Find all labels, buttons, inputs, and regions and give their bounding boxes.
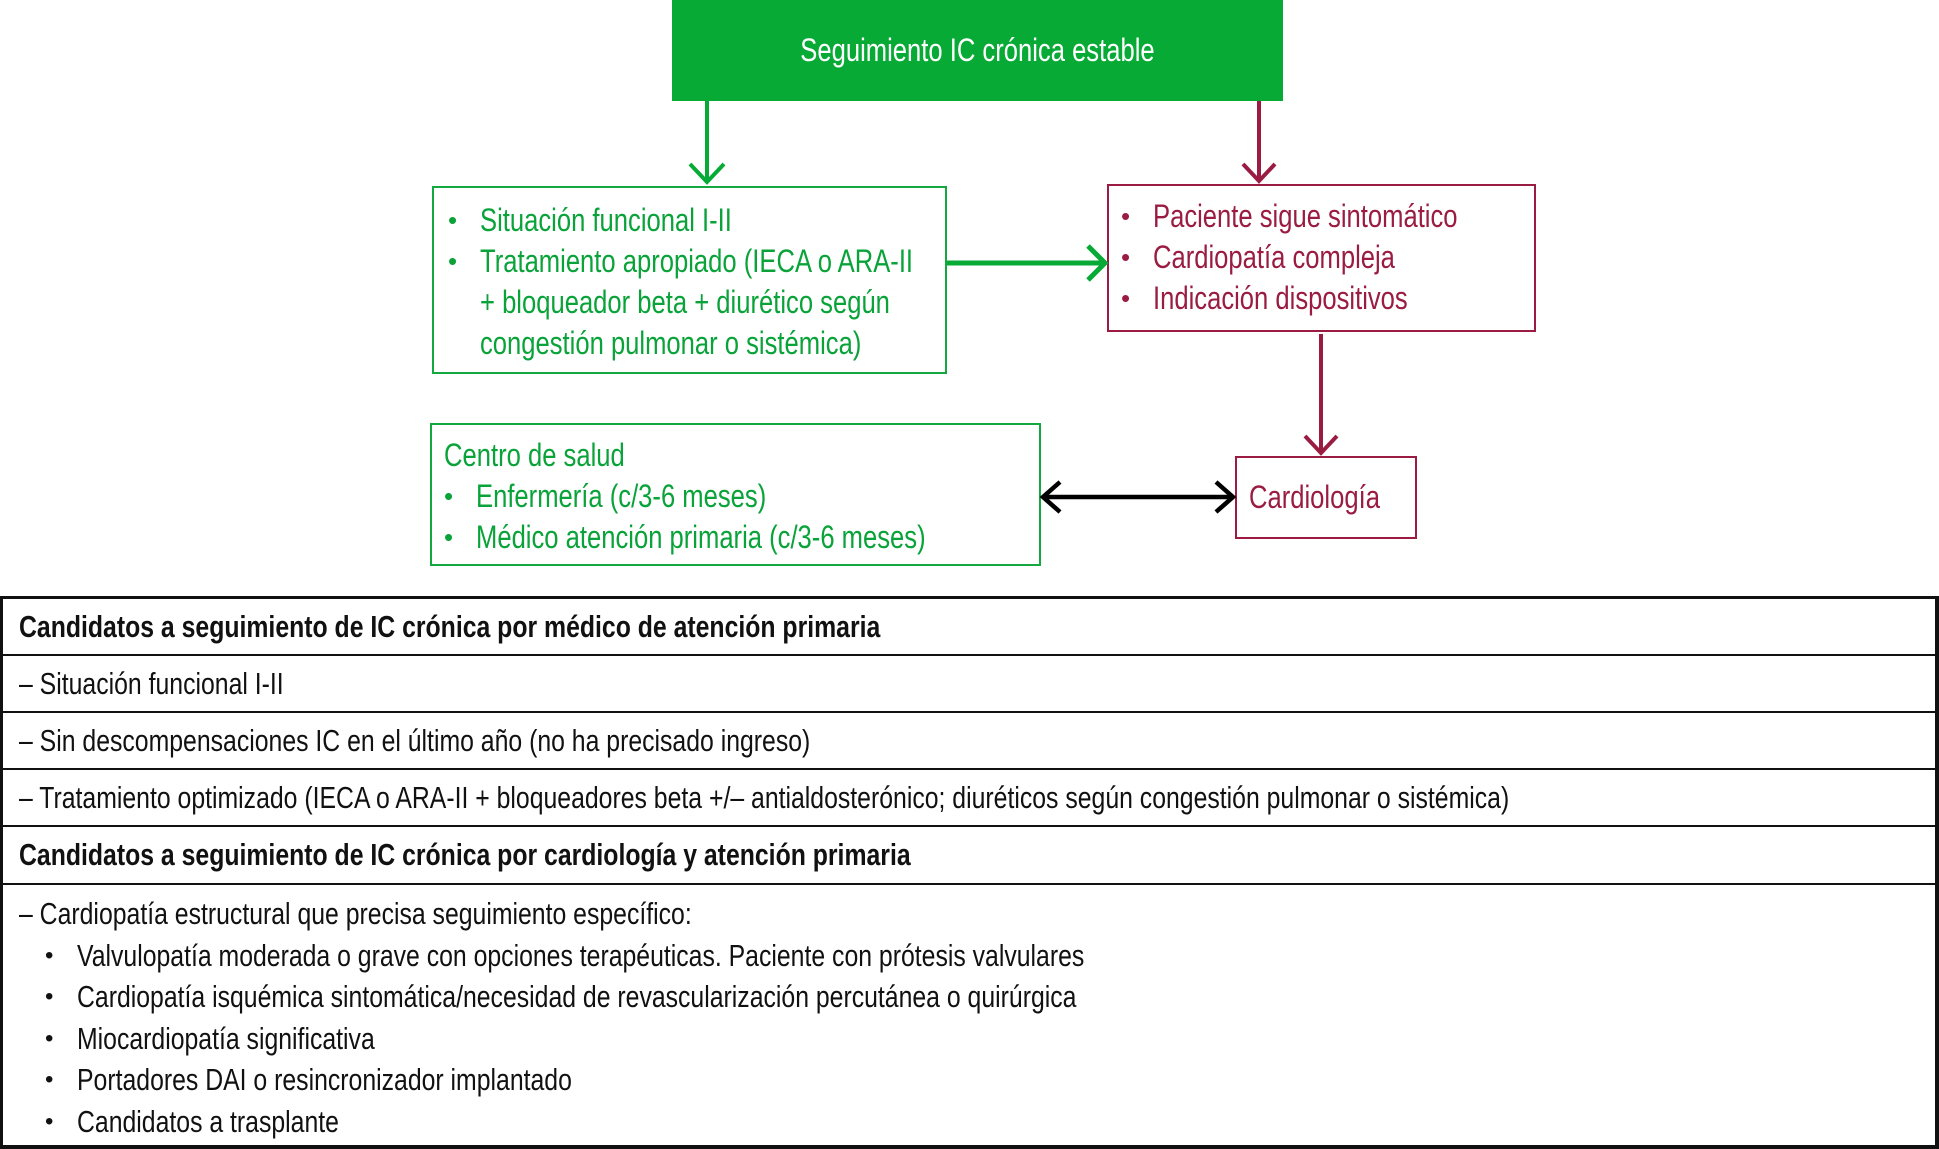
list-item: • Miocardiopatía significativa [19,1018,1935,1060]
flow-node-title: Centro de salud [444,437,625,473]
table-row: – Sin descompensaciones IC en el último … [3,713,1935,770]
table-section-header-cardiology: Candidatos a seguimiento de IC crónica p… [3,827,1935,885]
table-row-intro: – Cardiopatía estructural que precisa se… [19,896,692,931]
list-item: • Cardiopatía isquémica sintomática/nece… [19,976,1935,1018]
flow-node-seguimiento: Seguimiento IC crónica estable [672,0,1283,101]
bullet-icon: • [444,481,454,511]
bullet-text: Enfermería (c/3-6 meses) [476,478,767,514]
bullet-item: • Médico atención primaria (c/3-6 meses) [444,517,1039,558]
bullet-text-continued: + bloqueador beta + diurético según [480,284,890,320]
bullet-icon: • [45,1024,54,1052]
arrow-red-to-cardiologia [1303,334,1339,456]
bullet-text-continued: congestión pulmonar o sistémica) [480,325,862,361]
bullet-text: Paciente sigue sintomático [1153,198,1458,234]
bullet-icon: • [45,983,54,1010]
table-row-structural-cardiopathy: – Cardiopatía estructural que precisa se… [3,885,1935,1145]
bullet-text: Cardiopatía compleja [1153,239,1395,275]
flow-node-criteria-green: • Situación funcional I-II • Tratamiento… [432,186,947,374]
table-row: – Tratamiento optimizado (IECA o ARA-II … [3,770,1935,827]
flow-node-label: Cardiología [1249,479,1380,515]
bullet-icon: • [45,1107,54,1135]
bullet-item: • Situación funcional I-II [448,200,945,241]
arrow-top-to-red [1241,101,1277,184]
bullet-text: Tratamiento apropiado (IECA o ARA-II [480,243,914,279]
table-row: – Situación funcional I-II [3,656,1935,713]
flow-node-criteria-red: • Paciente sigue sintomático • Cardiopat… [1107,184,1536,332]
bullet-item: • Indicación dispositivos [1121,278,1534,319]
bullet-item: • Cardiopatía compleja [1121,237,1534,278]
bullet-icon: • [444,522,454,552]
bullet-text: Indicación dispositivos [1153,280,1408,316]
bullet-text: Situación funcional I-II [480,202,732,238]
list-item: • Valvulopatía moderada o grave con opci… [19,935,1935,977]
flow-node-label: Seguimiento IC crónica estable [800,32,1155,68]
bullet-icon: • [448,246,458,276]
arrow-top-to-green [688,101,726,185]
bullet-icon: • [1121,283,1131,313]
flow-node-cardiologia: Cardiología [1235,456,1417,539]
bullet-item: • Tratamiento apropiado (IECA o ARA-II +… [448,241,945,364]
bullet-icon: • [448,205,458,235]
criteria-table: Candidatos a seguimiento de IC crónica p… [0,596,1939,1149]
arrow-centro-cardiologia-bidirectional [1039,480,1237,514]
list-item: • Candidatos a trasplante [19,1101,1935,1143]
bullet-icon: • [1121,242,1131,272]
flow-node-centro-de-salud: Centro de salud • Enfermería (c/3-6 mese… [430,423,1041,566]
bullet-icon: • [45,1066,54,1093]
bullet-item: • Paciente sigue sintomático [1121,196,1534,237]
bullet-item: • Enfermería (c/3-6 meses) [444,476,1039,517]
bullet-text: Médico atención primaria (c/3-6 meses) [476,519,926,555]
list-item: • Portadores DAI o resincronizador impla… [19,1059,1935,1101]
table-section-header-primary-care: Candidatos a seguimiento de IC crónica p… [3,599,1935,656]
bullet-icon: • [45,941,54,969]
bullet-icon: • [1121,201,1131,231]
